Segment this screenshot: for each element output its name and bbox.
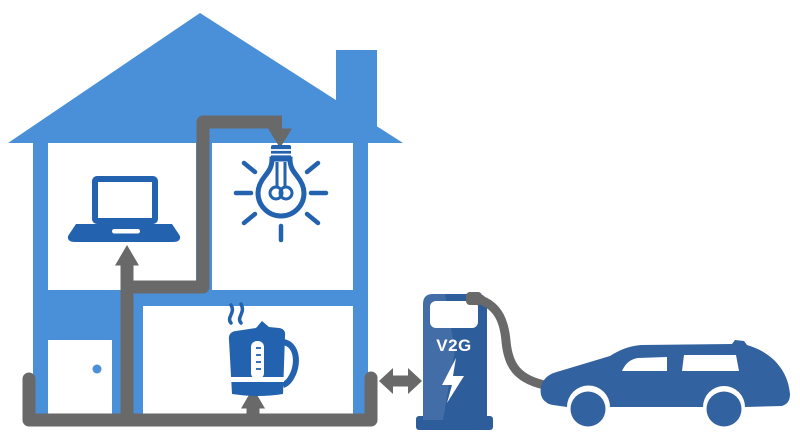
laptop-screen-inner <box>98 182 152 218</box>
bulb-filament-stems <box>275 162 287 186</box>
laptop-trackpad <box>112 229 140 234</box>
bulb-socket <box>271 145 291 159</box>
arrow-to-bulb-icon <box>268 128 292 148</box>
kettle-water-gauge <box>251 341 264 379</box>
power-flow-pipe <box>22 115 422 427</box>
bulb-filament-loop <box>278 185 294 201</box>
steam-icon <box>227 302 245 325</box>
charging-cable <box>469 293 554 391</box>
lightning-bolt-icon <box>442 358 464 403</box>
light-bulb-icon <box>233 145 329 243</box>
kettle-base-line <box>231 377 284 382</box>
car-rear-wheel <box>706 391 742 427</box>
ev-charging-station-icon: V2G <box>416 292 554 430</box>
car-front-window <box>622 357 667 371</box>
car-front-wheel <box>570 391 606 427</box>
bidirectional-arrow-icon <box>379 368 422 394</box>
door-icon <box>48 340 112 420</box>
arrow-to-kettle-icon <box>241 388 265 409</box>
charger-label: V2G <box>436 336 472 355</box>
door-knob-icon <box>92 364 102 374</box>
kettle-icon <box>227 302 299 396</box>
electric-car-icon <box>540 340 790 427</box>
base-power-line <box>22 371 378 427</box>
car-rear-window <box>682 355 739 371</box>
kettle-gauge-ticks <box>256 347 261 370</box>
bulb-branch-line <box>127 115 282 294</box>
charger-screen <box>430 301 478 328</box>
right-wall <box>353 140 368 422</box>
bidirectional-arrow-right-head <box>408 368 422 394</box>
bulb-filament-loop <box>268 185 284 201</box>
roof <box>8 13 403 143</box>
floor-band <box>33 290 368 306</box>
laptop-icon <box>67 176 181 242</box>
kettle-handle <box>281 339 299 388</box>
bulb-rays <box>233 160 329 243</box>
bidirectional-arrow-left-head <box>379 368 393 394</box>
arrow-to-laptop-icon <box>115 245 139 266</box>
